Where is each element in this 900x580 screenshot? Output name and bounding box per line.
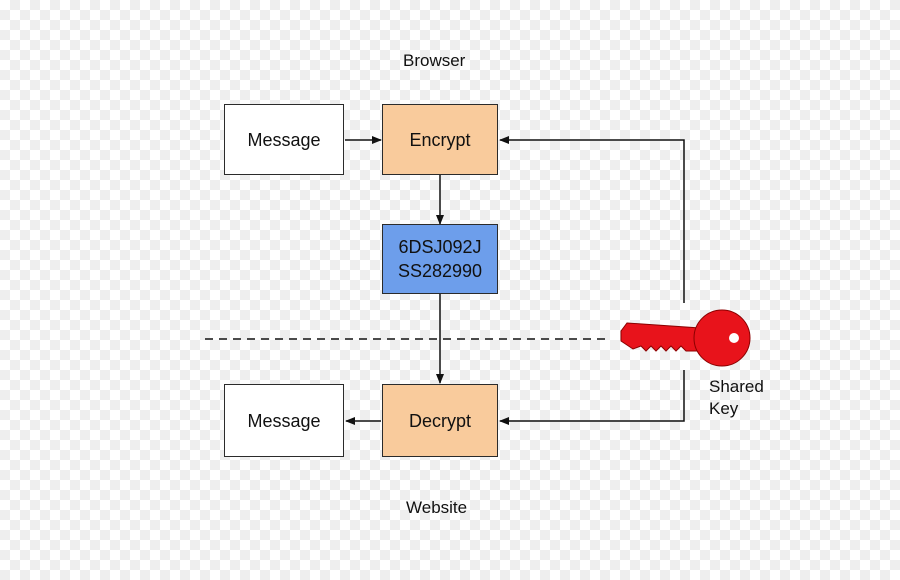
- key-icon: [620, 309, 751, 367]
- message-box-bottom: Message: [224, 384, 344, 457]
- shared-key-label-line-2: Key: [709, 399, 739, 418]
- ciphertext-line-1: 6DSJ092J: [398, 237, 482, 257]
- arrow-key-to-decrypt: [499, 370, 685, 425]
- ciphertext-box: 6DSJ092J SS282990: [382, 224, 498, 294]
- website-label: Website: [406, 498, 468, 517]
- decrypt-box: Decrypt: [382, 384, 498, 457]
- shared-key-label: Shared Key: [709, 376, 764, 420]
- message-box-top: Message: [224, 104, 344, 175]
- encrypt-box: Encrypt: [382, 104, 498, 175]
- ciphertext-line-2: SS282990: [397, 261, 483, 281]
- arrow-key-to-encrypt: [499, 136, 685, 303]
- browser-label: Browser: [403, 51, 466, 70]
- shared-key-label-line-1: Shared: [709, 377, 764, 396]
